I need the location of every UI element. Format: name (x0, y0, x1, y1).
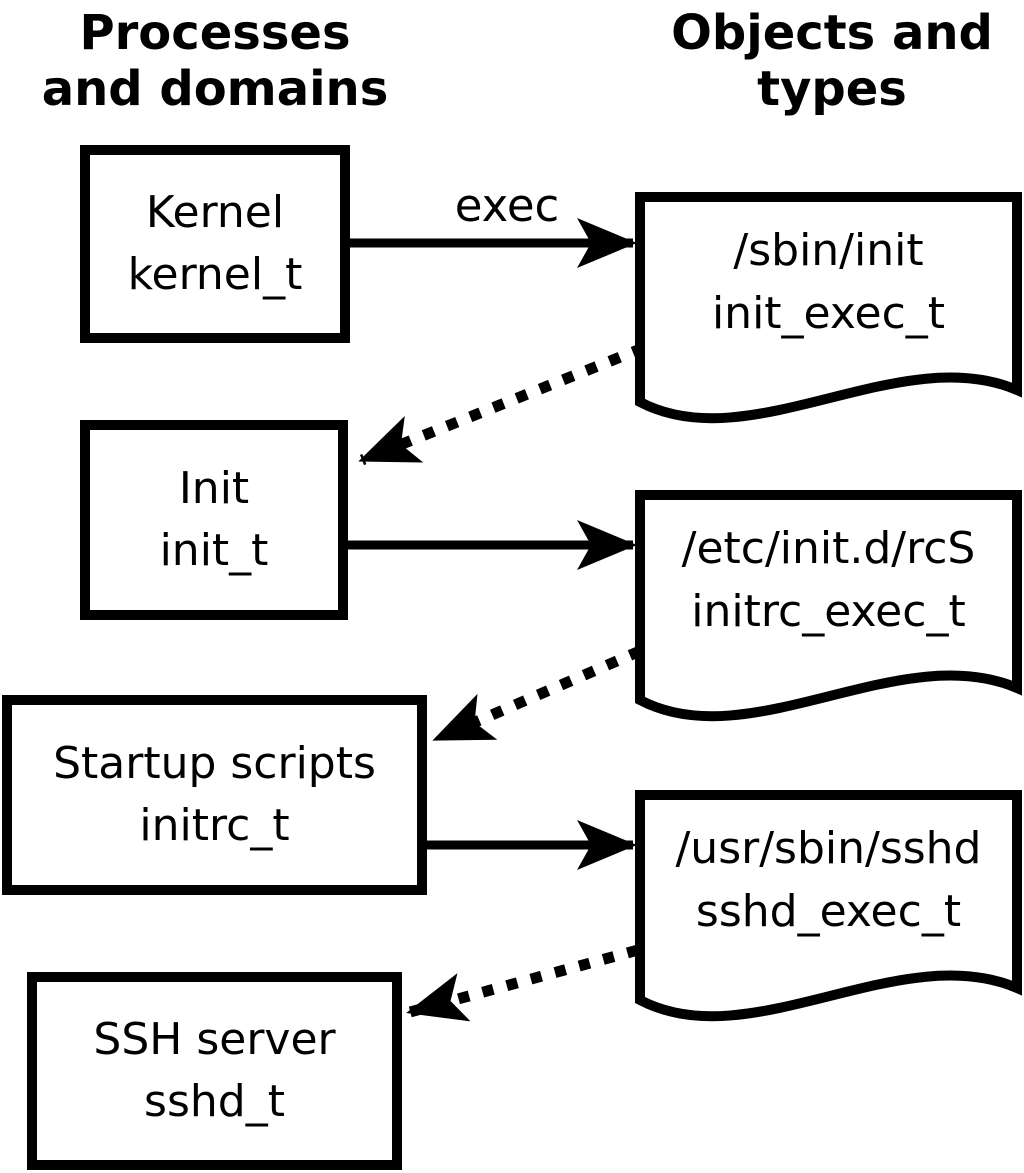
column-header-processes: Processes and domains (20, 5, 410, 117)
document-shape-etc-initd-rcs (635, 490, 1022, 722)
process-domain: sshd_t (144, 1076, 285, 1127)
process-box-startup-scripts: Startup scripts initrc_t (2, 695, 427, 895)
document-shape-sbin-init (635, 192, 1022, 424)
column-header-objects-line1: Objects and (671, 5, 993, 61)
process-box-ssh-server: SSH server sshd_t (27, 972, 402, 1170)
process-name: Init (178, 462, 250, 514)
process-name: Kernel (145, 186, 285, 238)
process-box-init: Init init_t (80, 420, 348, 620)
process-domain: kernel_t (127, 249, 303, 300)
process-name: Startup scripts (53, 737, 376, 789)
document-shape-usr-sbin-sshd (635, 790, 1022, 1022)
column-header-processes-line1: Processes (79, 5, 351, 61)
exec-arrow-label: exec (454, 179, 560, 232)
column-header-objects: Objects and types (640, 5, 1024, 117)
process-domain: init_t (159, 525, 269, 576)
process-name: SSH server (93, 1013, 336, 1065)
column-header-objects-line2: types (757, 60, 907, 117)
column-header-processes-line2: and domains (41, 60, 389, 117)
transition-arrow-sbin-init-to-init (358, 342, 646, 466)
process-box-kernel: Kernel kernel_t (80, 145, 350, 343)
transition-arrow-sshd-to-ssh-server (406, 944, 640, 1022)
transition-arrow-rcs-to-startup (432, 645, 643, 745)
process-domain: initrc_t (139, 800, 290, 851)
